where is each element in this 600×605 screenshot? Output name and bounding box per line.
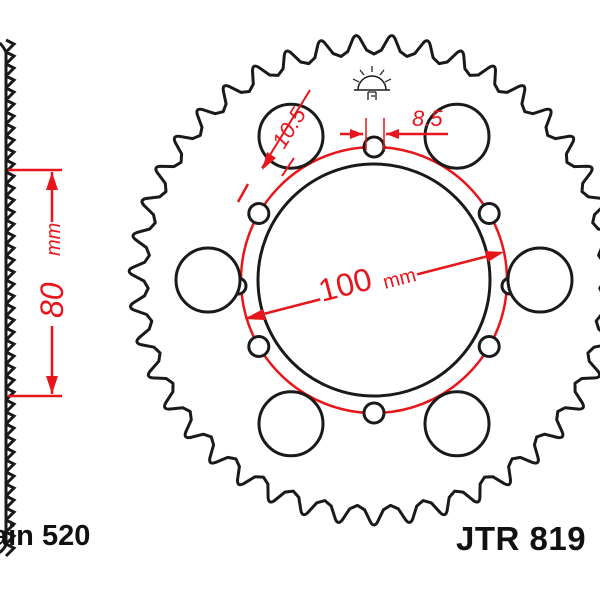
side-height-dimension: 80 mm bbox=[8, 168, 70, 398]
chain-size-label: ain 520 bbox=[0, 520, 91, 552]
bolt-hole bbox=[477, 202, 501, 225]
sprocket-side-view bbox=[0, 38, 17, 558]
logo-icon bbox=[352, 66, 392, 100]
bolt-hole bbox=[477, 335, 501, 358]
side-height-value: 80 bbox=[34, 282, 70, 318]
bolt-hole bbox=[247, 335, 271, 358]
lightening-hole bbox=[174, 246, 242, 314]
part-number-label: JTR 819 bbox=[456, 520, 587, 557]
lightening-hole bbox=[257, 390, 325, 458]
bore-dimension: 100 mm bbox=[244, 251, 504, 320]
lightening-hole bbox=[423, 390, 491, 458]
lightening-hole bbox=[423, 102, 491, 170]
lightening-holes bbox=[174, 102, 574, 458]
bolt-hole-dimension: 8.5 bbox=[340, 106, 448, 150]
side-height-unit: mm bbox=[43, 223, 65, 256]
lightening-hole bbox=[506, 246, 574, 314]
bolt-hole-value: 8.5 bbox=[412, 106, 443, 131]
bolt-hole bbox=[247, 202, 271, 225]
bolt-hole bbox=[362, 135, 386, 159]
lightening-hole bbox=[257, 102, 325, 170]
bolt-hole bbox=[362, 401, 386, 425]
